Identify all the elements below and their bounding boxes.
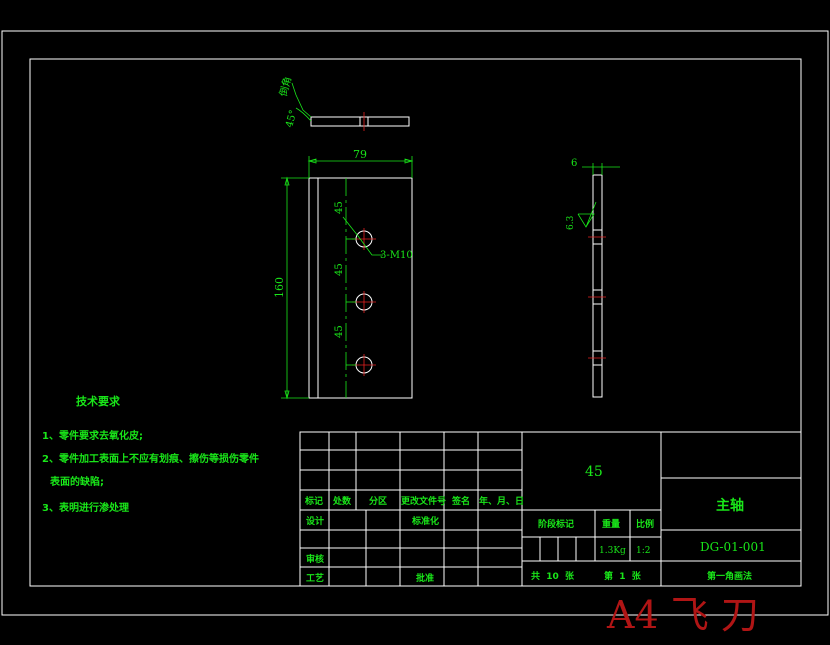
side-view: 6 6.3 — [566, 158, 620, 398]
holes-callout-label: 3-M10 — [380, 250, 413, 261]
projection-label: 第一角画法 — [707, 570, 752, 582]
outer-frame — [1, 30, 829, 616]
weight-label: 重量 — [602, 518, 620, 530]
scale-label: 比例 — [636, 518, 654, 530]
col-date: 年、月、日 — [479, 495, 524, 507]
tech-req-2b: 表面的缺陷; — [49, 475, 104, 488]
width-dim-label: 79 — [353, 148, 367, 161]
tech-requirements: 技术要求 1、零件要求去氧化皮; 2、零件加工表面上不应有划痕、擦伤等损伤零件 … — [42, 394, 259, 514]
sheet-no: 第 1 张 — [604, 570, 642, 582]
col-mark: 标记 — [304, 495, 323, 507]
chamfer-note-label: 倒角 — [277, 75, 294, 97]
process-label: 工艺 — [306, 572, 324, 584]
total-sheets: 共 10 张 — [531, 570, 575, 582]
col-zone: 分区 — [369, 495, 387, 507]
spacing-bot-label: 45 — [334, 325, 345, 338]
col-count: 处数 — [332, 495, 352, 507]
title-block: 标记 处数 分区 更改文件号 签名 年、月、日 设计 标准化 审核 工艺 批准 … — [299, 431, 802, 587]
part-name: 主轴 — [716, 497, 744, 514]
design-label: 设计 — [306, 515, 324, 527]
review-label: 审核 — [306, 553, 324, 565]
scale-value: 1:2 — [636, 546, 650, 556]
col-sign: 签名 — [451, 495, 470, 507]
thickness-dim-label: 6 — [571, 158, 577, 169]
tech-title: 技术要求 — [76, 394, 121, 408]
tech-req-3: 3、表明进行渗处理 — [42, 501, 129, 514]
top-view: 45° 倒角 — [277, 75, 410, 131]
weight-value: 1.3Kg — [599, 546, 626, 556]
height-dim-label: 160 — [273, 277, 286, 298]
spacing-mid-label: 45 — [334, 263, 345, 276]
material-value: 45 — [585, 464, 603, 480]
approve-label: 批准 — [416, 572, 434, 584]
col-docno: 更改文件号 — [401, 495, 446, 507]
chamfer-angle-label: 45° — [284, 109, 299, 129]
std-label: 标准化 — [411, 515, 439, 527]
spacing-top-label: 45 — [334, 201, 345, 214]
watermark-text: A4 飞 刀 — [606, 593, 759, 637]
roughness-label: 6.3 — [566, 215, 576, 230]
tech-req-2: 2、零件加工表面上不应有划痕、擦伤等损伤零件 — [42, 452, 259, 465]
stage-mark-label: 阶段标记 — [538, 518, 574, 530]
front-view: 79 160 45 45 45 3-M10 — [273, 148, 414, 400]
tech-req-1: 1、零件要求去氧化皮; — [42, 429, 143, 442]
drawing-number: DG-01-001 — [700, 540, 766, 554]
